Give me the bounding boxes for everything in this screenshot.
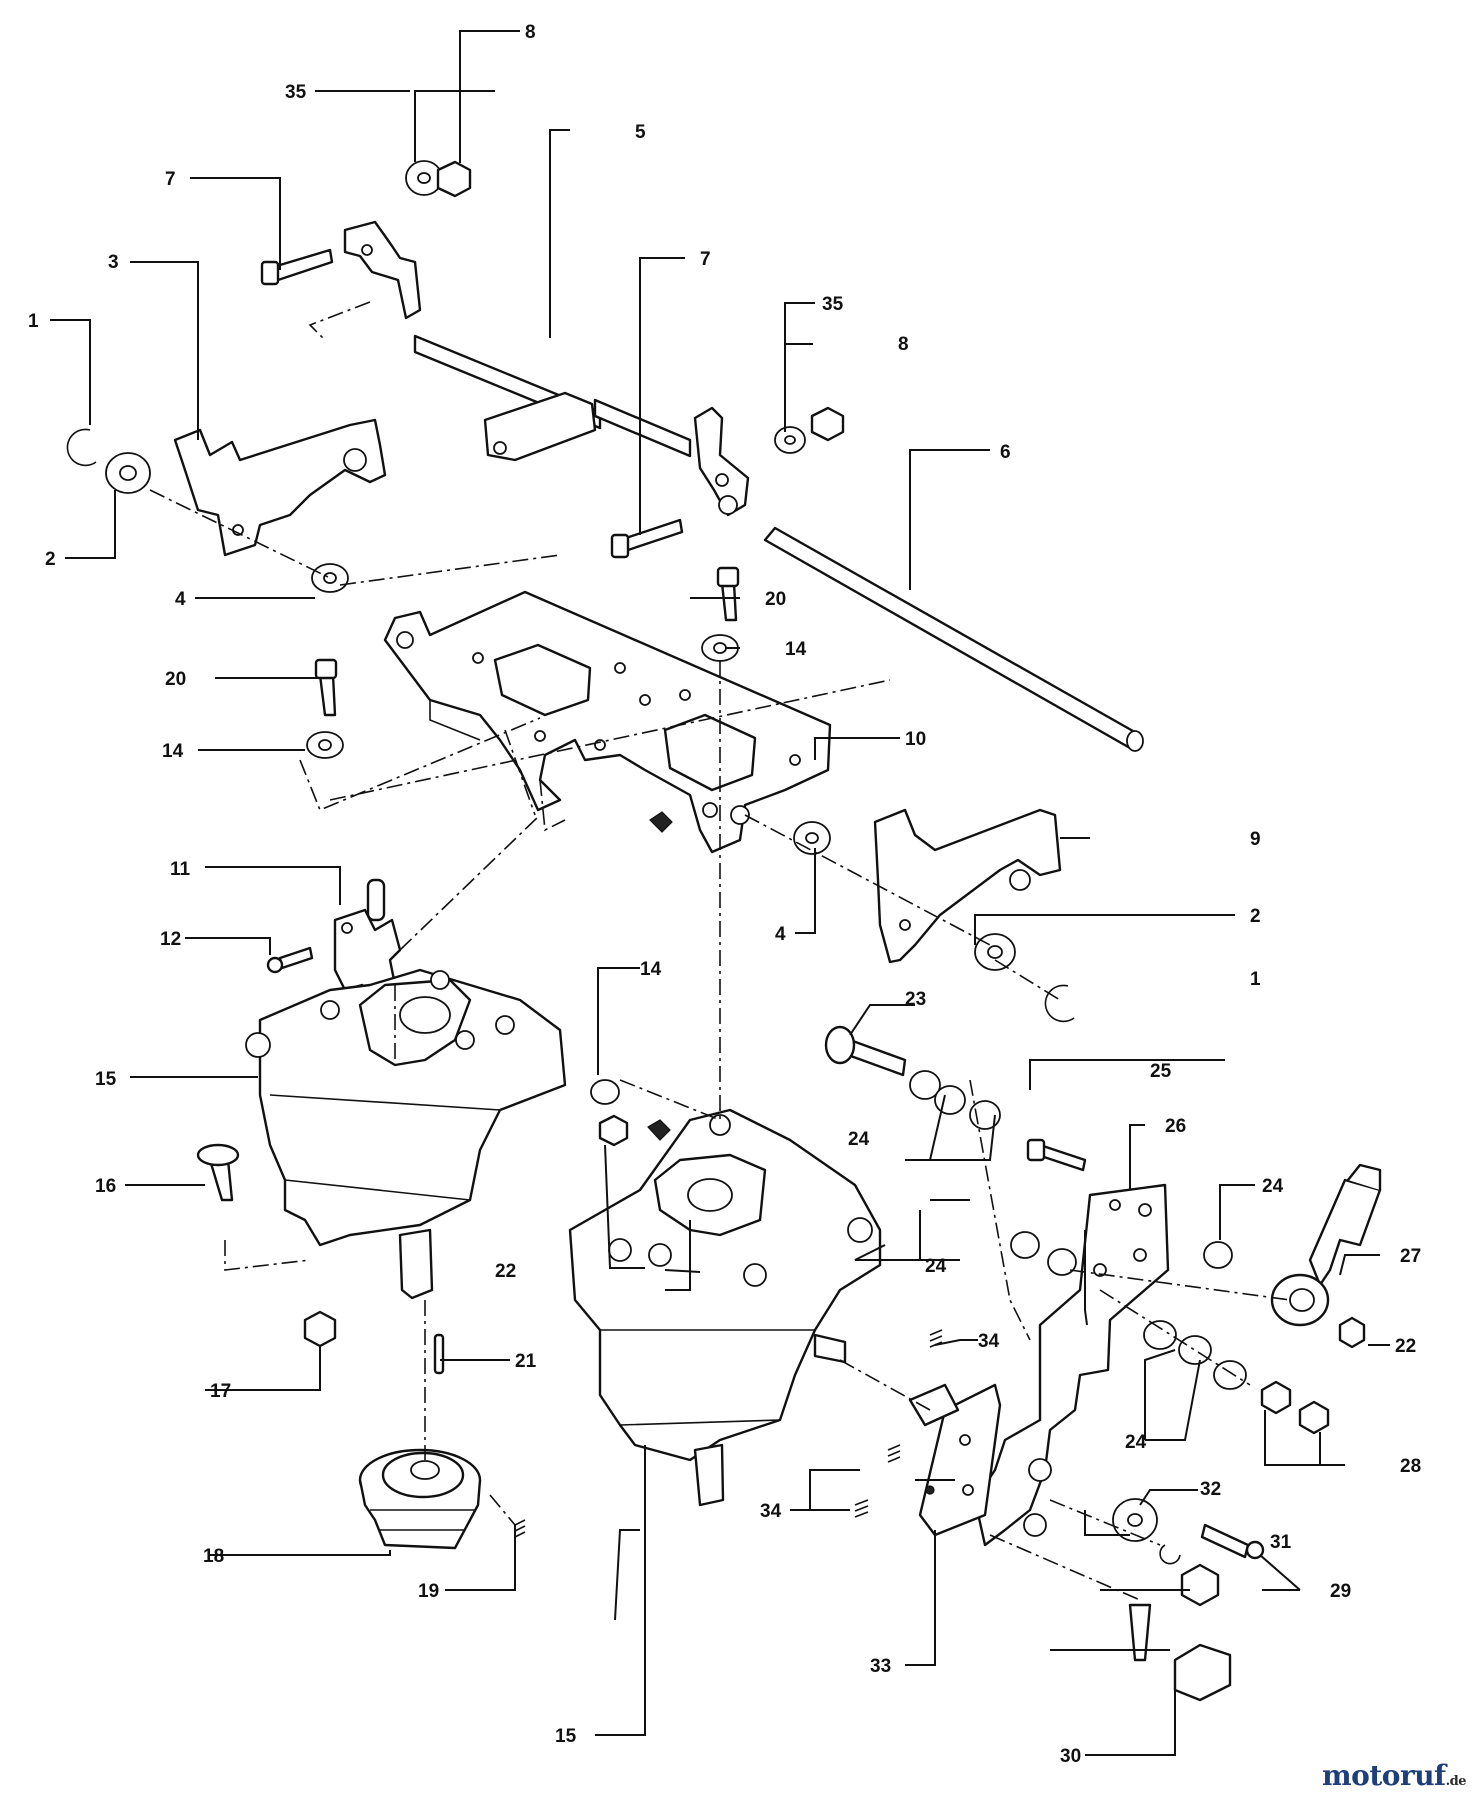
- callout-15: 15: [95, 1069, 117, 1090]
- callout-17: 17: [210, 1381, 231, 1402]
- callout-29: 29: [1330, 1581, 1351, 1602]
- callout-11: 11: [170, 859, 191, 880]
- ball-joint-part-27: [1270, 1163, 1382, 1327]
- bracket-part-33: [908, 1383, 1002, 1537]
- callout-10: 10: [905, 729, 926, 750]
- callout-27: 27: [1400, 1246, 1421, 1267]
- callout-22b: 22: [1395, 1336, 1416, 1357]
- assembly-centerlines: [149, 489, 1291, 1601]
- callout-16: 16: [95, 1176, 116, 1197]
- callout-14b: 14: [785, 639, 807, 660]
- callout-3: 3: [108, 252, 119, 273]
- callout-4b: 4: [775, 924, 786, 945]
- callout-leaders-extra: [315, 90, 1198, 1666]
- callout-2: 2: [45, 549, 56, 570]
- callout-33: 33: [870, 1656, 891, 1677]
- callout-9: 9: [1250, 829, 1261, 850]
- callout-34: 34: [978, 1331, 1000, 1352]
- callout-14: 14: [162, 741, 184, 762]
- callout-28: 28: [1400, 1456, 1421, 1477]
- callout-1: 1: [28, 311, 39, 332]
- callout-24c: 24: [925, 1256, 947, 1277]
- callout-35: 35: [285, 82, 307, 103]
- callout-35b: 35: [822, 294, 844, 315]
- callout-25: 25: [1150, 1061, 1172, 1082]
- callout-14c: 14: [640, 959, 662, 980]
- callout-23: 23: [905, 989, 926, 1010]
- control-lever-part-26: [973, 1183, 1170, 1547]
- callout-24: 24: [848, 1129, 870, 1150]
- callout-26: 26: [1165, 1116, 1186, 1137]
- callout-20: 20: [165, 669, 186, 690]
- callout-1b: 1: [1250, 969, 1261, 990]
- callout-5: 5: [635, 122, 646, 143]
- callout-19: 19: [418, 1581, 439, 1602]
- left-arm-part-3: [173, 418, 387, 557]
- callout-22: 22: [495, 1261, 516, 1282]
- callout-21: 21: [515, 1351, 537, 1372]
- upper-shaft-assembly-part-5: [308, 220, 750, 517]
- callout-leaders: [50, 30, 1390, 1756]
- callout-2b: 2: [1250, 906, 1261, 927]
- callout-15b: 15: [555, 1726, 577, 1747]
- callout-7: 7: [165, 169, 176, 190]
- callout-8b: 8: [898, 334, 909, 355]
- watermark-brand: motoruf: [1322, 1759, 1446, 1792]
- callout-34b: 34: [760, 1501, 782, 1522]
- callout-30: 30: [1060, 1746, 1081, 1767]
- callout-31: 31: [1270, 1532, 1292, 1553]
- callout-18: 18: [203, 1546, 224, 1567]
- callout-7b: 7: [700, 249, 711, 270]
- callout-6: 6: [1000, 442, 1011, 463]
- right-pump-body-part-15: [568, 1108, 882, 1507]
- callout-24b: 24: [1262, 1176, 1284, 1197]
- callout-32: 32: [1200, 1479, 1221, 1500]
- mounting-plate-part-10: [383, 590, 832, 854]
- pulley-part-18: [358, 1448, 482, 1550]
- callout-20b: 20: [765, 589, 786, 610]
- callout-24d: 24: [1125, 1432, 1147, 1453]
- watermark-tld: .de: [1445, 1774, 1467, 1789]
- callout-4: 4: [175, 589, 186, 610]
- watermark-logo: motoruf.de: [1322, 1759, 1466, 1792]
- callout-labels: 1 1 2 2 3 4 4 5 6 7 7 8 8 9 10 11 12 14 …: [28, 22, 1421, 1767]
- callout-8: 8: [525, 22, 536, 43]
- left-pump-body-part-15: [245, 968, 567, 1300]
- right-arm-part-9: [873, 808, 1062, 964]
- callout-12: 12: [160, 929, 181, 950]
- long-rod-part-6: [763, 526, 1144, 752]
